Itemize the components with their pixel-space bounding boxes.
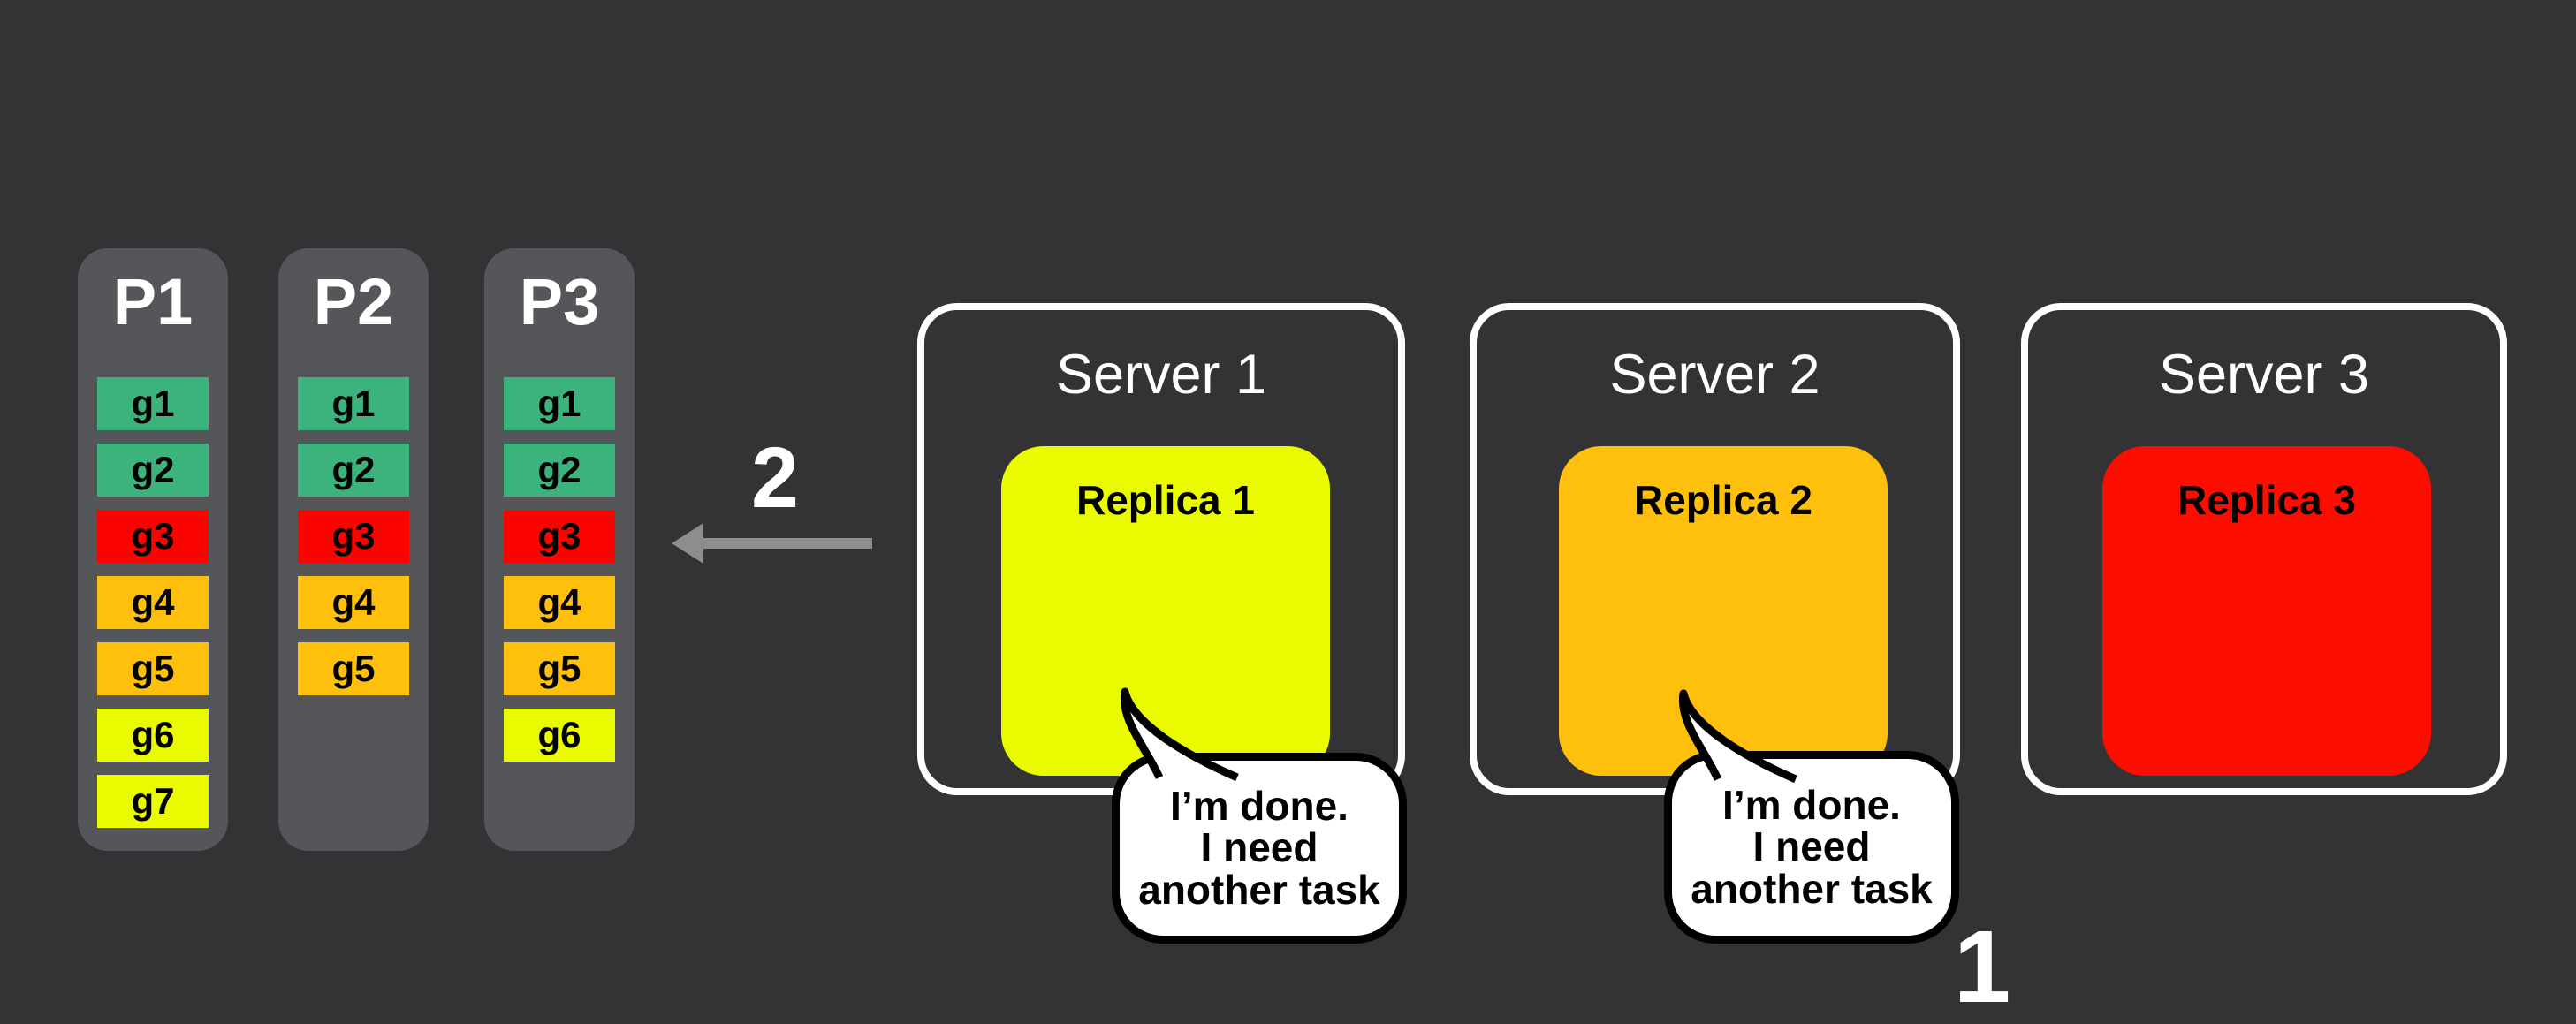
server-title: Server 3 [2158, 344, 2370, 406]
task-block-g4: g4 [504, 576, 615, 629]
replica-box-1: Replica 1 [1001, 446, 1330, 776]
replica-box-2: Replica 2 [1559, 446, 1888, 776]
task-block-g6: g6 [504, 709, 615, 762]
partition-title: P2 [313, 265, 394, 338]
task-block-g1: g1 [298, 377, 409, 430]
task-block-g2: g2 [504, 444, 615, 497]
replica-title: Replica 1 [1076, 477, 1255, 523]
server-title: Server 2 [1609, 344, 1820, 406]
step-1-label: 1 [1953, 909, 2011, 1024]
task-block-g4: g4 [97, 576, 209, 629]
replica-title: Replica 3 [2177, 477, 2356, 523]
task-block-g5: g5 [97, 642, 209, 695]
task-list: g1 g2 g3 g4 g5 g6 [504, 377, 615, 775]
partition-title: P1 [112, 265, 194, 338]
task-list: g1 g2 g3 g4 g5 [298, 377, 409, 709]
server-box-3: Server 3 Replica 3 [2021, 303, 2507, 795]
task-request-arrow-left-head-icon [672, 523, 703, 564]
task-block-g4: g4 [298, 576, 409, 629]
task-block-g3: g3 [504, 510, 615, 563]
speech-bubble-tail-icon-1 [1120, 687, 1239, 782]
replica-box-3: Replica 3 [2102, 446, 2431, 776]
task-request-arrow-line [698, 538, 872, 549]
partition-title: P3 [519, 265, 600, 338]
task-block-g5: g5 [504, 642, 615, 695]
speech-bubble-tail-icon-2 [1678, 689, 1797, 784]
task-block-g5: g5 [298, 642, 409, 695]
server-title: Server 1 [1055, 344, 1267, 406]
server-box-1: Server 1 Replica 1 [917, 303, 1405, 795]
diagram-canvas: { "colors": { "background": "#333336", "… [78, 248, 2507, 1018]
partition-column-p1: P1 g1 g2 g3 g4 g5 g6 g7 [78, 248, 228, 851]
task-list: g1 g2 g3 g4 g5 g6 g7 [97, 377, 209, 841]
task-block-g1: g1 [504, 377, 615, 430]
task-block-g3: g3 [298, 510, 409, 563]
task-block-g6: g6 [97, 709, 209, 762]
task-block-g2: g2 [97, 444, 209, 497]
replica-title: Replica 2 [1634, 477, 1812, 523]
partition-column-p2: P2 g1 g2 g3 g4 g5 [278, 248, 429, 851]
task-block-g2: g2 [298, 444, 409, 497]
task-block-g3: g3 [97, 510, 209, 563]
step-2-label: 2 [751, 429, 799, 526]
task-block-g7: g7 [97, 775, 209, 828]
task-block-g1: g1 [97, 377, 209, 430]
partition-column-p3: P3 g1 g2 g3 g4 g5 g6 [484, 248, 635, 851]
